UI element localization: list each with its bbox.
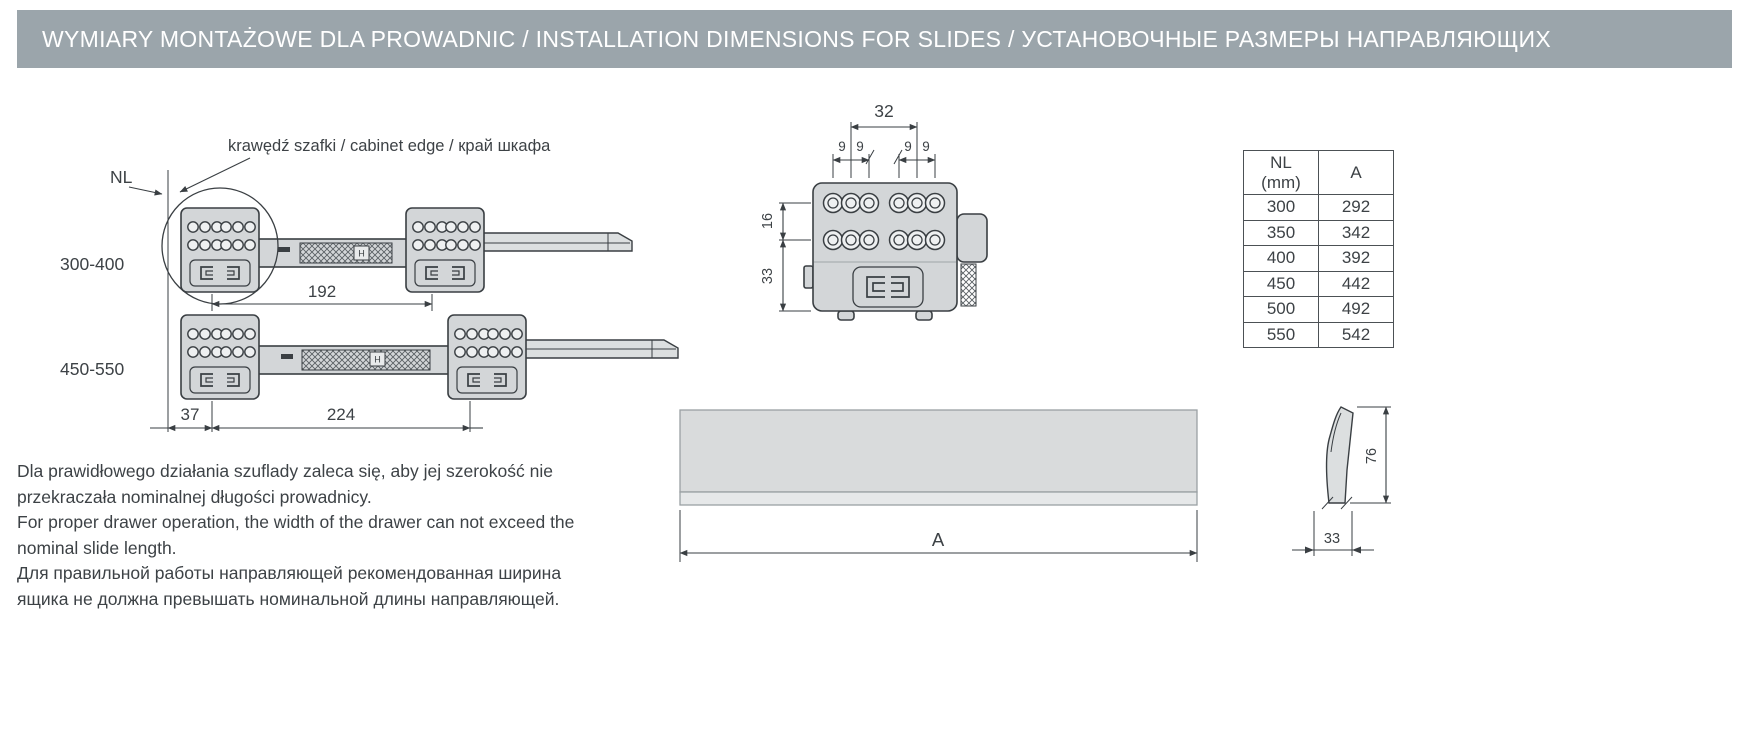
nl-arrow (128, 186, 163, 196)
cell-nl: 500 (1243, 296, 1319, 323)
table-row: 400 392 (1243, 245, 1394, 272)
note-ru: Для правильной работы направляющей реком… (17, 563, 562, 609)
dim-a-label: A (932, 529, 945, 550)
table-header-nl: NL (mm) (1243, 150, 1319, 195)
header-bar: WYMIARY MONTAŻOWE DLA PROWADNIC / INSTAL… (17, 10, 1732, 68)
cell-nl: 450 (1243, 270, 1319, 297)
profile-view-drawing: 76 33 (1292, 406, 1391, 556)
dim-192-label: 192 (308, 282, 336, 301)
slide-side-view-group: NL krawędź szafki / cabinet edge / край … (60, 137, 679, 432)
dim-9-label: 9 (838, 139, 846, 154)
dim-32-label: 32 (874, 101, 893, 121)
slide-range-short-label: 300-400 (60, 254, 124, 274)
cell-a: 542 (1318, 321, 1394, 348)
dim-33-front-label: 33 (760, 268, 776, 284)
cell-nl: 400 (1243, 245, 1319, 272)
table-row: 350 342 (1243, 219, 1394, 246)
dim-37-label: 37 (181, 405, 200, 424)
table-header-nl-line1: NL (1270, 152, 1292, 172)
note-pl: Dla prawidłowego działania szuflady zale… (17, 461, 553, 507)
cell-nl: 350 (1243, 219, 1319, 246)
dim-9-label: 9 (922, 139, 930, 154)
note-en: For proper drawer operation, the width o… (17, 512, 575, 558)
dim-9-label: 9 (904, 139, 912, 154)
cell-a: 392 (1318, 245, 1394, 272)
slide-drawing-450-550: H (180, 314, 679, 400)
cell-a: 342 (1318, 219, 1394, 246)
slide-range-long-label: 450-550 (60, 359, 124, 379)
table-row: 550 542 (1243, 321, 1394, 348)
cell-nl: 550 (1243, 321, 1319, 348)
size-table: NL (mm) A 300 292 350 342 400 392 450 44… (1243, 150, 1394, 348)
cell-a: 442 (1318, 270, 1394, 297)
cell-nl: 300 (1243, 194, 1319, 221)
cell-a: 492 (1318, 296, 1394, 323)
cabinet-edge-label: krawędź szafki / cabinet edge / край шка… (228, 137, 551, 155)
dim-33-profile-label: 33 (1324, 531, 1340, 547)
cell-a: 292 (1318, 194, 1394, 221)
dim-224-label: 224 (327, 405, 355, 424)
bracket-front-view: 32 9 9 9 9 16 33 (760, 101, 988, 321)
nl-label: NL (110, 167, 133, 187)
notes-block: Dla prawidłowego działania szuflady zale… (17, 459, 595, 612)
rail-mark-label: H (374, 355, 381, 365)
dim-76-label: 76 (1364, 448, 1380, 464)
drawer-front-drawing: A (679, 409, 1198, 562)
table-header-a: A (1318, 150, 1394, 195)
dim-9-label: 9 (856, 139, 864, 154)
slide-drawing-300-400: H (161, 187, 633, 305)
table-row: 500 492 (1243, 296, 1394, 323)
table-row: 300 292 (1243, 194, 1394, 221)
dim-16-label: 16 (760, 213, 776, 229)
cabinet-edge-leader-line (179, 157, 251, 193)
table-row: 450 442 (1243, 270, 1394, 297)
page-title: WYMIARY MONTAŻOWE DLA PROWADNIC / INSTAL… (42, 25, 1551, 52)
rail-mark-label: H (358, 249, 365, 259)
table-header-nl-line2: (mm) (1261, 172, 1301, 192)
